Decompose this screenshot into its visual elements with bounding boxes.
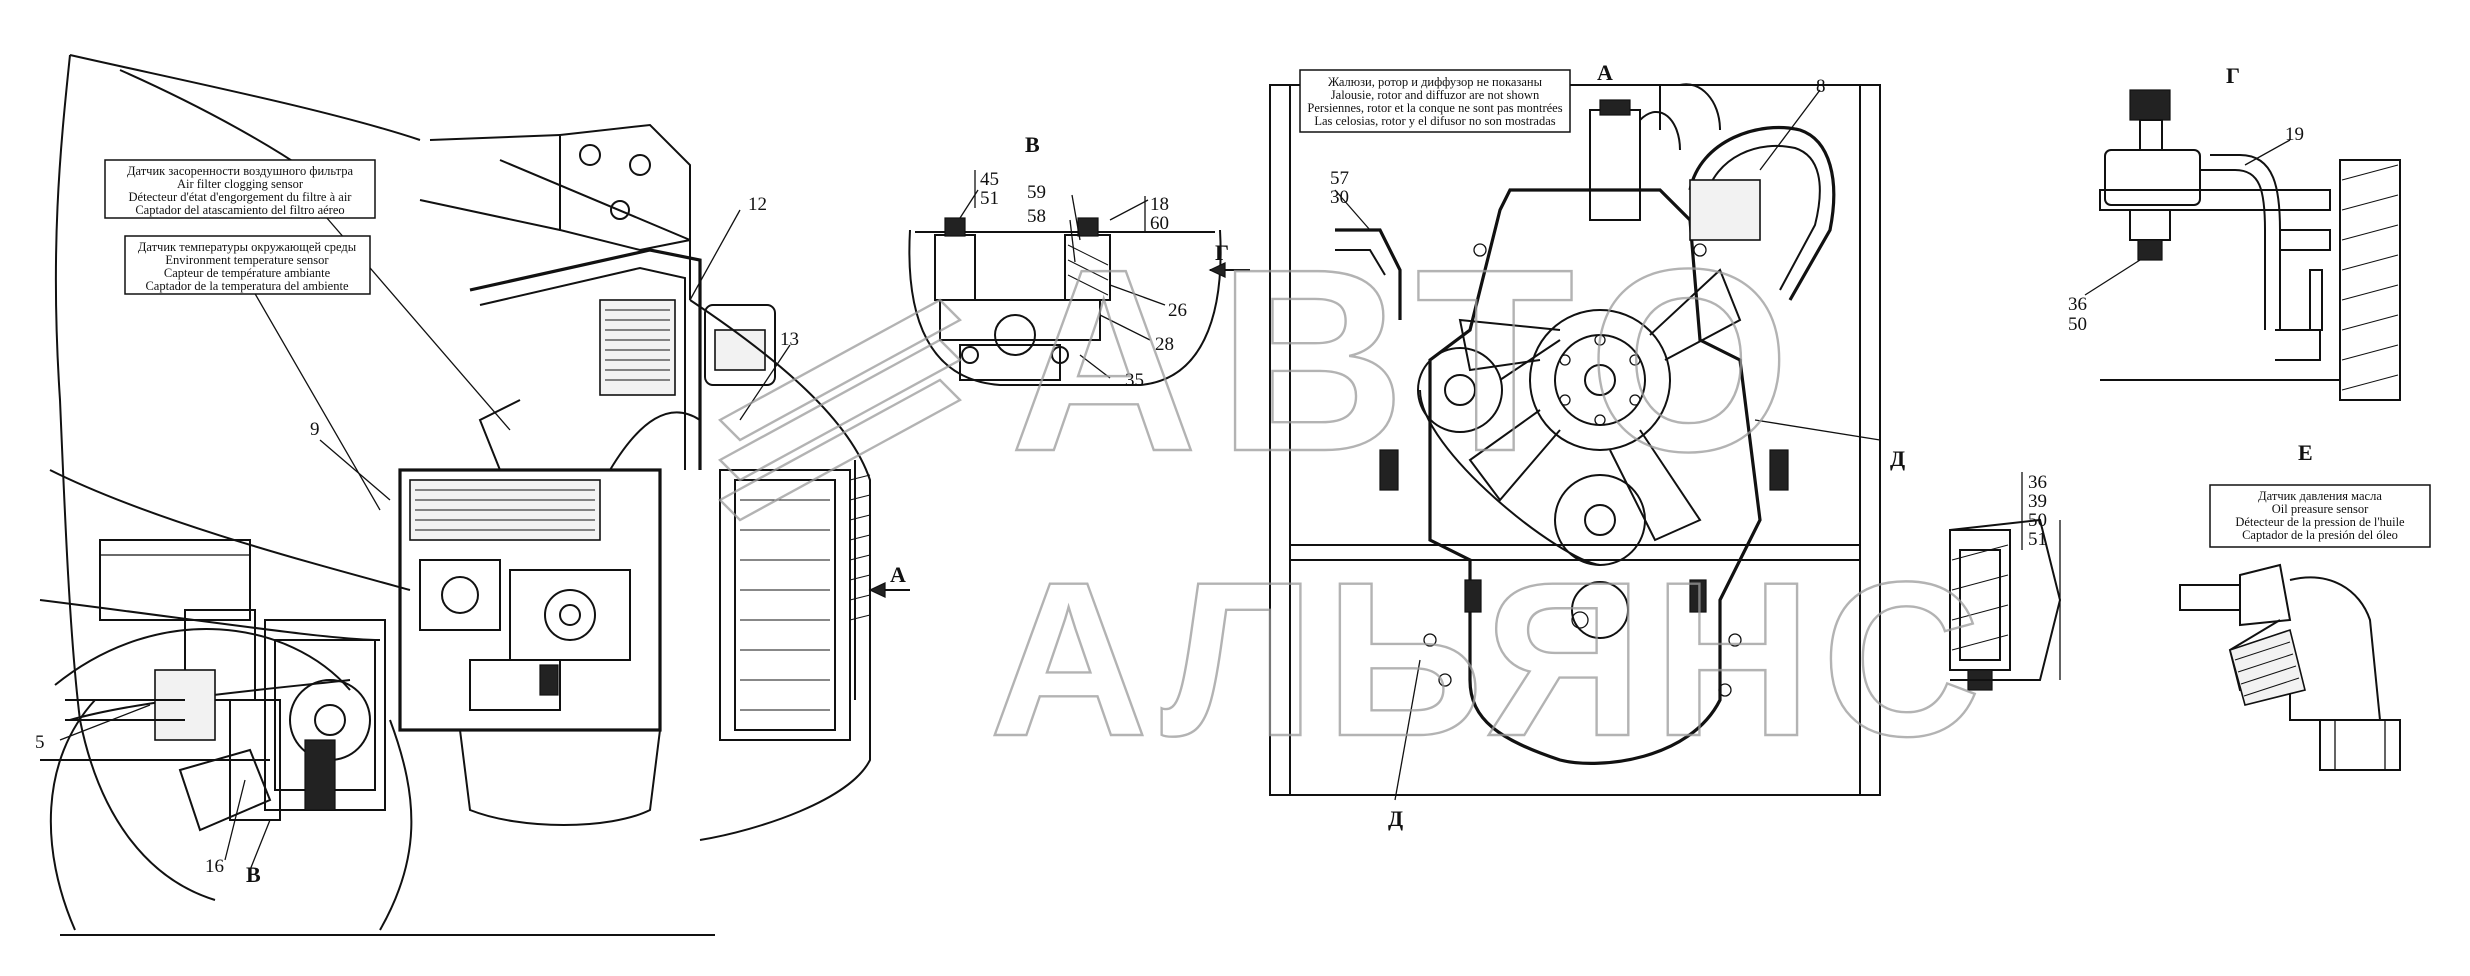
svg-text:Environment temperature sensor: Environment temperature sensor [165, 253, 329, 267]
svg-text:Oil preasure sensor: Oil preasure sensor [2272, 502, 2369, 516]
callout-13: 13 [780, 329, 799, 350]
view-arrow-a: A [890, 562, 906, 587]
side-view-engine [39, 54, 910, 936]
callout-30: 30 [1330, 187, 1349, 208]
detail-view-g [2084, 89, 2401, 401]
callout-28: 28 [1155, 334, 1174, 355]
view-arrow-g: Г [1215, 240, 1229, 265]
svg-text:Датчик засоренности воздушного: Датчик засоренности воздушного фильтра [127, 164, 353, 178]
svg-text:Жалюзи, ротор и диффузор не по: Жалюзи, ротор и диффузор не показаны [1328, 75, 1543, 89]
svg-text:Capteur de température ambiant: Capteur de température ambiante [164, 266, 331, 280]
callout-36-d: 36 [2028, 472, 2047, 493]
svg-text:Détecteur de la pression de l': Détecteur de la pression de l'huile [2235, 515, 2405, 529]
callout-36-g: 36 [2068, 294, 2087, 315]
callout-19: 19 [2285, 124, 2304, 145]
front-view-a: Жалюзи, ротор и диффузор не показаны Jal… [1269, 69, 1881, 801]
callout-12: 12 [748, 194, 767, 215]
svg-text:Détecteur d'état d'engorgement: Détecteur d'état d'engorgement du filtre… [129, 190, 353, 204]
callout-18: 18 [1150, 194, 1169, 215]
callout-58: 58 [1027, 206, 1046, 227]
callout-45: 45 [980, 169, 999, 190]
svg-text:Captador de la presión del óle: Captador de la presión del óleo [2242, 528, 2398, 542]
callout-59: 59 [1027, 182, 1046, 203]
svg-text:АЛЬЯНС: АЛЬЯНС [989, 536, 1991, 782]
view-title-b: В [1025, 132, 1040, 157]
svg-text:Air filter clogging sensor: Air filter clogging sensor [177, 177, 304, 191]
detail-view-d [1949, 518, 2062, 691]
svg-text:АВТО: АВТО [1010, 216, 1810, 506]
callout-9: 9 [310, 419, 320, 440]
callout-57: 57 [1330, 168, 1349, 189]
callout-5: 5 [35, 732, 45, 753]
callout-60: 60 [1150, 213, 1169, 234]
svg-text:Captador del atascamiento del: Captador del atascamiento del filtro aér… [135, 203, 344, 217]
svg-text:Captador de la temperatura del: Captador de la temperatura del ambiente [145, 279, 348, 293]
svg-text:Датчик температуры окружающей: Датчик температуры окружающей среды [138, 240, 357, 254]
note-env-temp-sensor: Датчик температуры окружающей среды Envi… [124, 235, 371, 295]
callout-50-d: 50 [2028, 510, 2047, 531]
callout-51: 51 [980, 188, 999, 209]
svg-text:Датчик давления масла: Датчик давления масла [2258, 489, 2382, 503]
view-label-d-bottom: Д [1388, 806, 1403, 831]
view-label-d-top: Д [1890, 446, 1905, 471]
watermark: АВТО АЛЬЯНС [718, 215, 1991, 783]
svg-text:Persiennes, rotor et la conque: Persiennes, rotor et la conque ne sont p… [1307, 101, 1562, 115]
callout-51-d: 51 [2028, 529, 2047, 550]
view-title-g: Г [2226, 63, 2240, 88]
detail-view-e: Датчик давления масла Oil preasure senso… [2179, 484, 2431, 771]
view-title-a: А [1597, 60, 1613, 85]
callout-16: 16 [205, 856, 224, 877]
note-air-filter: Датчик засоренности воздушного фильтра A… [104, 159, 376, 219]
callout-39: 39 [2028, 491, 2047, 512]
svg-text:Jalousie, rotor and diffuzor a: Jalousie, rotor and diffuzor are not sho… [1331, 88, 1540, 102]
callout-50-g: 50 [2068, 314, 2087, 335]
callout-26: 26 [1168, 300, 1187, 321]
svg-text:Las celosias, rotor y el difus: Las celosias, rotor y el difusor no son … [1314, 114, 1555, 128]
callout-35: 35 [1125, 370, 1144, 391]
view-arrow-b: В [246, 862, 261, 887]
view-title-e: Е [2298, 440, 2313, 465]
detail-view-b [908, 189, 1250, 386]
callout-8: 8 [1816, 76, 1826, 97]
